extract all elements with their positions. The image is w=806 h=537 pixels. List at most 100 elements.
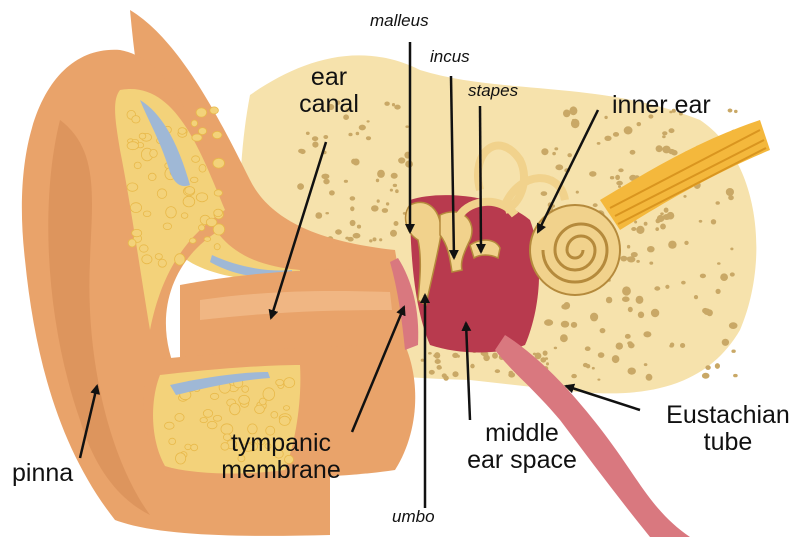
texture-dot bbox=[554, 147, 558, 150]
texture-dot bbox=[668, 241, 676, 249]
texture-dot bbox=[323, 135, 328, 139]
texture-dot bbox=[604, 116, 607, 119]
stapes-shape bbox=[470, 240, 500, 258]
texture-dot bbox=[734, 110, 738, 113]
texture-dot bbox=[700, 274, 706, 279]
texture-dot bbox=[647, 246, 655, 252]
texture-dot bbox=[571, 322, 577, 328]
texture-dot bbox=[655, 227, 659, 231]
texture-dot bbox=[590, 313, 598, 322]
texture-dot bbox=[443, 375, 448, 380]
texture-dot bbox=[157, 189, 166, 199]
texture-dot bbox=[684, 241, 688, 245]
texture-dot bbox=[143, 211, 151, 217]
texture-dot bbox=[630, 150, 636, 155]
texture-dot bbox=[377, 199, 380, 202]
label-stapes: stapes bbox=[468, 82, 518, 100]
texture-dot bbox=[204, 237, 211, 242]
texture-dot bbox=[321, 174, 329, 180]
texture-dot bbox=[198, 128, 206, 135]
texture-dot bbox=[350, 206, 354, 211]
texture-dot bbox=[312, 136, 318, 141]
texture-dot bbox=[638, 312, 644, 319]
texture-dot bbox=[703, 308, 710, 315]
texture-dot bbox=[644, 222, 648, 226]
texture-dot bbox=[533, 353, 536, 356]
texture-dot bbox=[616, 343, 623, 350]
texture-dot bbox=[627, 341, 633, 345]
texture-dot bbox=[190, 177, 198, 182]
texture-dot bbox=[618, 185, 621, 188]
texture-dot bbox=[728, 109, 733, 113]
texture-dot bbox=[470, 364, 474, 369]
label-middle-ear-space: middleear space bbox=[452, 420, 592, 474]
texture-dot bbox=[492, 353, 498, 359]
texture-dot bbox=[509, 371, 514, 375]
texture-dot bbox=[554, 347, 557, 350]
texture-dot bbox=[683, 195, 686, 198]
texture-dot bbox=[561, 321, 569, 328]
texture-dot bbox=[325, 212, 329, 214]
texture-dot bbox=[206, 218, 217, 226]
texture-dot bbox=[132, 229, 142, 236]
texture-dot bbox=[306, 132, 310, 135]
texture-dot bbox=[199, 225, 205, 231]
texture-dot bbox=[175, 414, 184, 422]
texture-dot bbox=[279, 416, 290, 425]
texture-dot bbox=[665, 285, 669, 289]
texture-dot bbox=[564, 302, 571, 309]
texture-dot bbox=[373, 237, 377, 241]
texture-dot bbox=[391, 173, 398, 179]
texture-dot bbox=[350, 196, 356, 200]
texture-dot bbox=[452, 353, 458, 358]
texture-dot bbox=[624, 126, 633, 134]
texture-dot bbox=[589, 171, 596, 177]
texture-dot bbox=[625, 334, 631, 339]
texture-dot bbox=[576, 191, 579, 194]
texture-dot bbox=[191, 120, 197, 127]
texture-dot bbox=[376, 179, 379, 183]
texture-dot bbox=[631, 227, 636, 231]
texture-dot bbox=[616, 181, 623, 186]
texture-dot bbox=[350, 220, 356, 226]
texture-dot bbox=[717, 262, 721, 265]
texture-dot bbox=[315, 212, 322, 219]
texture-dot bbox=[730, 272, 735, 276]
texture-dot bbox=[711, 219, 716, 224]
texture-dot bbox=[394, 105, 400, 110]
texture-dot bbox=[329, 190, 335, 195]
texture-dot bbox=[597, 379, 600, 381]
texture-dot bbox=[600, 328, 606, 333]
texture-dot bbox=[128, 239, 136, 247]
texture-dot bbox=[405, 125, 409, 128]
texture-dot bbox=[435, 359, 441, 364]
texture-dot bbox=[390, 189, 393, 192]
texture-dot bbox=[664, 208, 669, 213]
texture-dot bbox=[276, 379, 284, 385]
texture-dot bbox=[694, 295, 698, 299]
texture-dot bbox=[546, 362, 549, 365]
texture-dot bbox=[643, 331, 651, 337]
texture-dot bbox=[200, 418, 207, 423]
texture-dot bbox=[356, 132, 360, 136]
label-eustachian-tube: Eustachiantube bbox=[648, 402, 806, 456]
texture-dot bbox=[452, 371, 458, 377]
texture-dot bbox=[283, 406, 289, 411]
texture-dot bbox=[185, 444, 191, 450]
texture-dot bbox=[148, 173, 156, 180]
texture-dot bbox=[495, 369, 500, 373]
texture-dot bbox=[169, 438, 176, 444]
label-umbo: umbo bbox=[392, 508, 435, 526]
texture-dot bbox=[127, 183, 138, 191]
texture-dot bbox=[636, 260, 640, 263]
texture-dot bbox=[348, 133, 352, 137]
texture-dot bbox=[369, 239, 372, 242]
texture-dot bbox=[230, 403, 240, 414]
texture-dot bbox=[729, 322, 738, 329]
texture-dot bbox=[386, 202, 389, 205]
texture-dot bbox=[544, 319, 553, 326]
texture-dot bbox=[203, 410, 212, 418]
texture-dot bbox=[165, 422, 175, 429]
texture-dot bbox=[439, 367, 442, 369]
